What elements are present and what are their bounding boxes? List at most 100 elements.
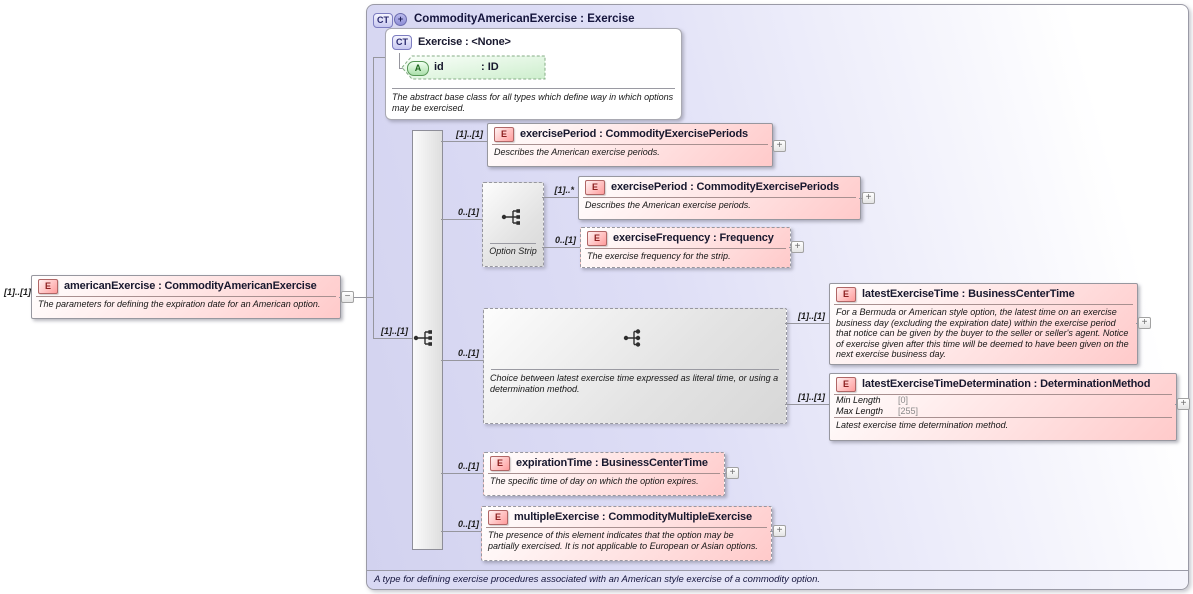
- connector-line: [859, 198, 863, 199]
- divider: [585, 248, 786, 249]
- element-exercise-period-2[interactable]: E exercisePeriod : CommodityExercisePeri…: [578, 176, 861, 220]
- element-annotation: The exercise frequency for the strip.: [587, 251, 731, 261]
- collapse-toggle[interactable]: −: [341, 291, 354, 303]
- facet-max-length: Max Length [255]: [830, 406, 1176, 417]
- element-badge: E: [585, 179, 605, 195]
- divider: [490, 243, 536, 244]
- sequence-bar: [412, 130, 443, 550]
- attribute-shape: [401, 55, 546, 80]
- connector-line: [441, 219, 482, 220]
- ct-badge: CT: [373, 13, 393, 28]
- element-latest-exercise-time[interactable]: E latestExerciseTime : BusinessCenterTim…: [829, 283, 1138, 365]
- choice-icon: [623, 329, 641, 347]
- cardinality-label: 0..[1]: [554, 235, 576, 245]
- facet-label: Min Length: [836, 395, 881, 405]
- element-annotation: Describes the American exercise periods.: [494, 147, 660, 157]
- connector-line: [373, 57, 374, 338]
- element-title: exerciseFrequency : Frequency: [613, 232, 774, 244]
- expand-toggle[interactable]: +: [1138, 317, 1151, 329]
- connector-line: [441, 473, 483, 474]
- cardinality-label: 0..[1]: [457, 461, 479, 471]
- connector-line: [789, 247, 792, 248]
- connector-line: [354, 297, 373, 298]
- connector-line: [441, 141, 487, 142]
- divider: [392, 88, 675, 89]
- element-badge: E: [587, 230, 607, 246]
- sequence-icon: [501, 209, 520, 225]
- cardinality-label: 0..[1]: [457, 348, 479, 358]
- connector-line: [339, 297, 341, 298]
- element-annotation: The specific time of day on which the op…: [490, 476, 699, 486]
- divider: [834, 304, 1133, 305]
- connector-line: [373, 57, 385, 58]
- connector-line: [771, 146, 774, 147]
- divider: [491, 369, 779, 370]
- base-type-annotation: The abstract base class for all types wh…: [392, 92, 674, 113]
- divider: [834, 417, 1172, 418]
- element-badge: E: [488, 509, 508, 525]
- element-badge: E: [494, 126, 514, 142]
- connector-line: [785, 323, 829, 324]
- element-american-exercise[interactable]: E americanExercise : CommodityAmericanEx…: [31, 275, 341, 319]
- cardinality-label: 0..[1]: [457, 519, 479, 529]
- cardinality-label: [1]..[1]: [4, 287, 31, 297]
- connector-line: [441, 360, 483, 361]
- group-choice[interactable]: Choice between latest exercise time expr…: [483, 308, 787, 424]
- element-exercise-frequency[interactable]: E exerciseFrequency : Frequency The exer…: [580, 227, 791, 268]
- cardinality-label: [1]..[1]: [798, 311, 825, 321]
- element-annotation: Describes the American exercise periods.: [585, 200, 751, 210]
- element-annotation: The parameters for defining the expirati…: [38, 299, 321, 309]
- divider: [583, 197, 856, 198]
- element-expiration-time[interactable]: E expirationTime : BusinessCenterTime Th…: [483, 452, 725, 496]
- expand-toggle[interactable]: +: [773, 140, 786, 152]
- base-type-box[interactable]: CT Exercise : <None> A id : ID The abstr…: [385, 28, 682, 120]
- group-label: Option Strip: [489, 246, 537, 256]
- connector-line: [770, 531, 774, 532]
- element-badge: E: [38, 278, 58, 294]
- element-latest-exercise-time-determination[interactable]: E latestExerciseTimeDetermination : Dete…: [829, 373, 1177, 441]
- element-title: latestExerciseTimeDetermination : Determ…: [862, 378, 1151, 390]
- connector-line: [399, 53, 400, 68]
- element-title: latestExerciseTime : BusinessCenterTime: [862, 288, 1075, 300]
- cardinality-label: [1]..*: [554, 185, 574, 195]
- element-title: multipleExercise : CommodityMultipleExer…: [514, 511, 752, 523]
- cardinality-label: 0..[1]: [457, 207, 479, 217]
- expand-toggle[interactable]: +: [862, 192, 875, 204]
- connector-line: [542, 197, 578, 198]
- expand-toggle[interactable]: +: [726, 467, 739, 479]
- base-type-title: Exercise : <None>: [418, 36, 511, 48]
- element-annotation: For a Bermuda or American style option, …: [836, 307, 1129, 360]
- element-badge: E: [836, 376, 856, 392]
- facet-value: [0]: [898, 395, 909, 405]
- facet-min-length: Min Length [0]: [830, 395, 1176, 406]
- cardinality-label: [1]..[1]: [456, 129, 483, 139]
- complex-type-badge: CT+: [373, 10, 407, 28]
- divider: [492, 144, 768, 145]
- attribute-badge: A: [407, 61, 429, 76]
- panel-footer-annotation: A type for defining exercise procedures …: [367, 570, 1188, 589]
- facet-label: Max Length: [836, 405, 884, 416]
- connector-line: [373, 338, 413, 339]
- derived-plus-icon: +: [394, 13, 407, 26]
- connector-line: [1175, 404, 1178, 405]
- ct-badge: CT: [392, 34, 412, 50]
- group-annotation: Choice between latest exercise time expr…: [490, 373, 779, 394]
- element-badge: E: [490, 455, 510, 471]
- connector-line: [723, 473, 727, 474]
- expand-toggle[interactable]: +: [791, 241, 804, 253]
- divider: [834, 394, 1172, 395]
- panel-title: CommodityAmericanExercise : Exercise: [414, 13, 635, 25]
- divider: [486, 527, 767, 528]
- element-title: exercisePeriod : CommodityExercisePeriod…: [611, 181, 840, 193]
- element-exercise-period-1[interactable]: E exercisePeriod : CommodityExercisePeri…: [487, 123, 773, 167]
- element-title: expirationTime : BusinessCenterTime: [516, 457, 708, 469]
- element-annotation: Latest exercise time determination metho…: [836, 420, 1009, 430]
- facet-value: [255]: [898, 405, 919, 416]
- expand-toggle[interactable]: +: [773, 525, 786, 537]
- element-badge: E: [836, 286, 856, 302]
- expand-toggle[interactable]: +: [1177, 398, 1190, 410]
- element-title: exercisePeriod : CommodityExercisePeriod…: [520, 128, 749, 140]
- attribute-id[interactable]: A id : ID: [401, 55, 547, 80]
- element-multiple-exercise[interactable]: E multipleExercise : CommodityMultipleEx…: [481, 506, 772, 561]
- group-option-strip[interactable]: Option Strip: [482, 182, 544, 267]
